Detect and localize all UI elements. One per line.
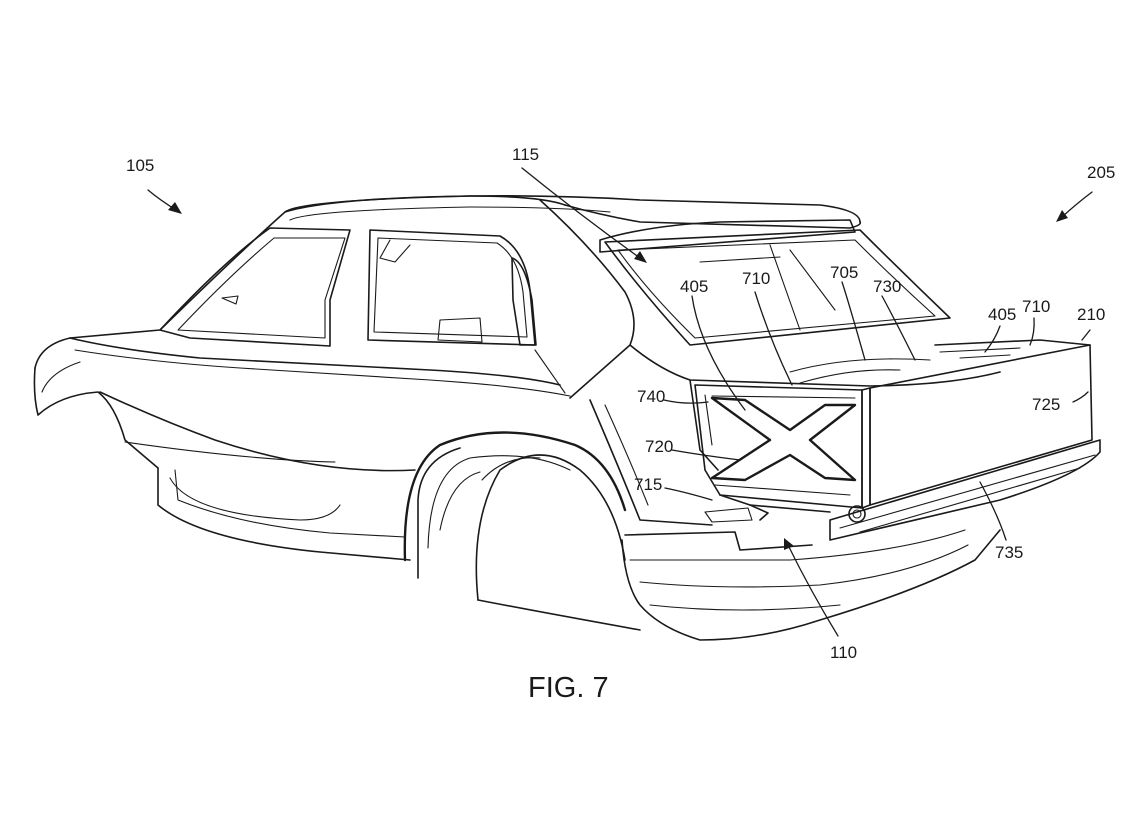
- label-740: 740: [637, 387, 665, 406]
- label-715: 715: [634, 475, 662, 494]
- label-705: 705: [830, 263, 858, 282]
- label-405-a: 405: [680, 277, 708, 296]
- label-115: 115: [512, 145, 539, 164]
- reference-numerals: 105 115 205 405 710 705 730 405 710 210 …: [126, 145, 1115, 662]
- tailgate-assembly: [694, 339, 1101, 541]
- label-205: 205: [1087, 163, 1115, 182]
- label-710-b: 710: [1022, 297, 1050, 316]
- label-710-a: 710: [742, 269, 770, 288]
- vehicle-body: [33, 195, 1001, 641]
- label-725: 725: [1032, 395, 1060, 414]
- leader-lines: [147, 167, 1093, 637]
- label-110: 110: [830, 643, 857, 662]
- figure-caption: FIG. 7: [528, 672, 609, 704]
- label-730: 730: [873, 277, 901, 296]
- label-405-b: 405: [988, 305, 1016, 324]
- label-105: 105: [126, 156, 154, 175]
- label-720: 720: [645, 437, 673, 456]
- label-735: 735: [995, 543, 1023, 562]
- label-210: 210: [1077, 305, 1105, 324]
